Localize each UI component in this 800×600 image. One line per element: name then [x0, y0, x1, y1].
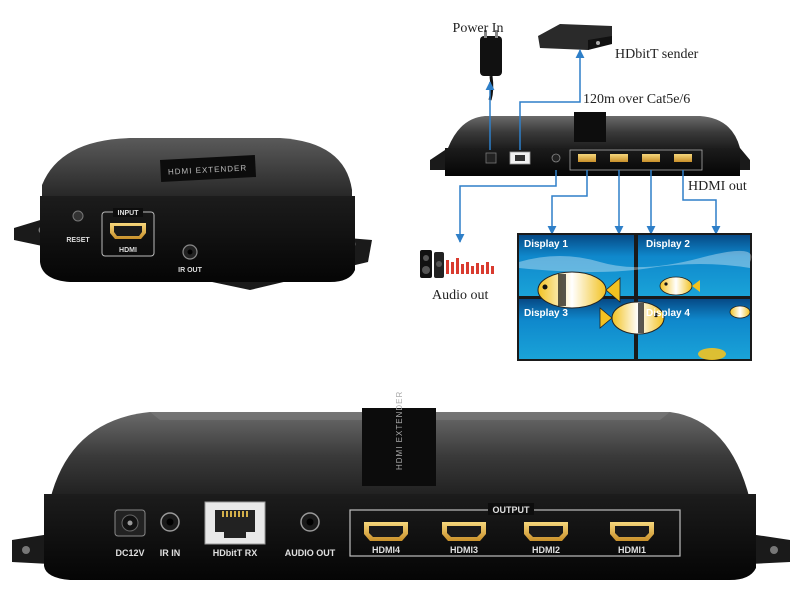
reset-button — [72, 210, 84, 222]
hdmi-out-label: HDMI out — [688, 179, 747, 194]
fish-icon — [729, 305, 751, 319]
label-strip — [160, 155, 257, 182]
fish-icon — [698, 348, 726, 360]
display-1-label: Display 1 — [524, 239, 568, 250]
hdmi-label: HDMI — [119, 247, 137, 254]
hdmi3-label: HDMI3 — [450, 545, 478, 555]
screw-hole — [22, 546, 30, 554]
input-label: INPUT — [118, 210, 140, 217]
hdmi2-port — [524, 522, 568, 541]
output-label: OUTPUT — [493, 505, 531, 515]
hdmi1-label: HDMI1 — [618, 545, 646, 555]
dc12v-label: DC12V — [115, 548, 144, 558]
ir-out-label: IR OUT — [178, 267, 202, 274]
fish-icon — [659, 276, 700, 296]
hdmi-arrow-4 — [682, 170, 721, 235]
hdmi-arrow-1 — [547, 170, 588, 235]
small-sender-icon — [538, 24, 612, 50]
front-face — [40, 196, 355, 282]
cat-cable-arrow — [519, 49, 585, 150]
hdbit-rx-label: HDbitT RX — [213, 548, 258, 558]
sender-top-label: HDMI EXTENDER — [168, 163, 248, 176]
right-flange — [750, 534, 790, 564]
display-3-label: Display 3 — [524, 308, 568, 319]
screw-hole — [770, 546, 778, 554]
audio-arrow — [455, 170, 557, 243]
display-2-label: Display 2 — [646, 239, 690, 250]
receiver-top-label: HDMI EXTENDER — [395, 391, 404, 470]
display-panel-3 — [519, 299, 634, 359]
power-in-label: Power In — [453, 21, 504, 36]
reset-label: RESET — [66, 237, 90, 244]
speaker-icon — [420, 250, 494, 278]
small-receiver-device — [430, 112, 750, 176]
hdmi4-port — [364, 522, 408, 541]
hdmi4-label: HDMI4 — [372, 545, 400, 555]
power-adapter-icon — [480, 30, 502, 101]
hdmi1-port — [610, 522, 654, 541]
connection-diagram: Power In HDbitT sender 120m over — [420, 21, 752, 361]
hdbit-receiver-device: HDMI EXTENDER DC12V IR IN HDbitT RX AUDI… — [12, 391, 790, 580]
hdmi-port-slot — [114, 226, 142, 236]
hdmi3-port — [442, 522, 486, 541]
cable-label: 120m over Cat5e/6 — [583, 92, 690, 107]
audio-out-label: Audio out — [432, 288, 489, 303]
ir-in-label: IR IN — [160, 548, 181, 558]
left-flange — [12, 534, 50, 564]
hdbit-sender-label: HDbitT sender — [615, 47, 699, 62]
hdmi2-label: HDMI2 — [532, 545, 560, 555]
fish-icon — [537, 271, 621, 309]
receiver-label-strip — [362, 408, 436, 486]
display-4-label: Display 4 — [646, 308, 690, 319]
video-wall: Display 1 Display 2 Display 3 Display 4 — [517, 233, 752, 361]
fish-icon — [599, 301, 665, 335]
input-label-bg — [113, 208, 143, 217]
audio-out-port-label: AUDIO OUT — [285, 548, 336, 558]
hdbit-sender-device: HDMI EXTENDER RESET INPUT HDMI IR OUT — [14, 138, 372, 290]
jack-hole — [187, 249, 193, 255]
